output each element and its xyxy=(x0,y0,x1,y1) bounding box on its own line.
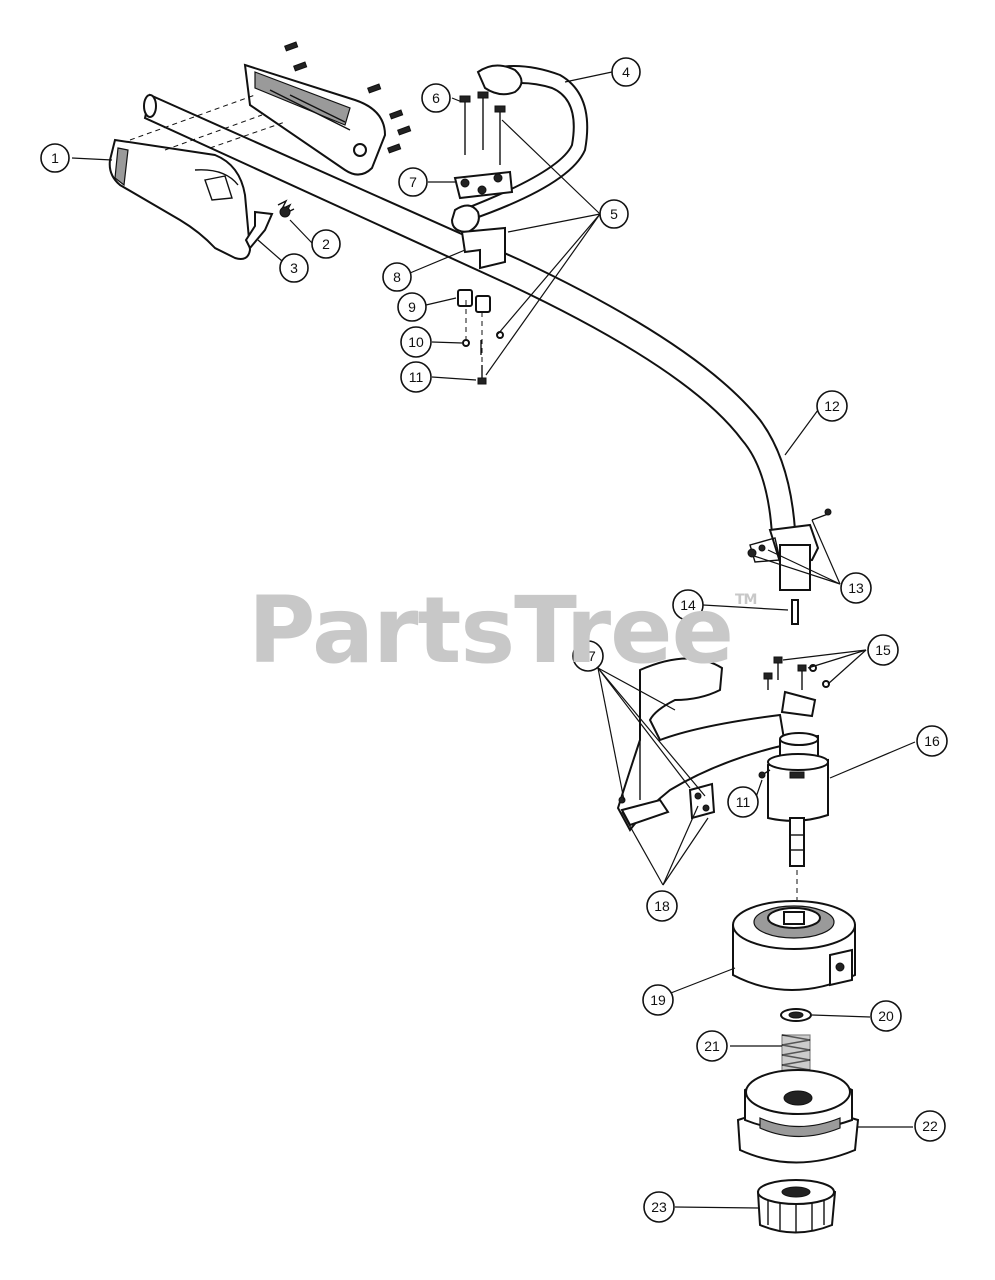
callout-5: 5 xyxy=(599,199,629,229)
callout-label: 18 xyxy=(654,898,670,914)
callout-4: 4 xyxy=(611,57,641,87)
nuts-and-bolts xyxy=(462,331,504,385)
handle-housing xyxy=(108,138,252,260)
loop-clamp-upper xyxy=(453,170,514,200)
callout-2: 2 xyxy=(311,229,341,259)
loop-clamp-lower xyxy=(460,226,506,270)
spacer-pieces xyxy=(457,289,491,313)
upper-handle-housing xyxy=(243,63,387,176)
callout-7: 7 xyxy=(398,167,428,197)
callout-9: 9 xyxy=(397,292,427,322)
callout-label: 3 xyxy=(290,260,298,276)
shaft-bracket xyxy=(747,508,832,591)
callout-label: 5 xyxy=(610,206,618,222)
callout-label: 7 xyxy=(409,174,417,190)
callout-label: 16 xyxy=(924,733,940,749)
callout-8: 8 xyxy=(382,262,412,292)
callout-label: 22 xyxy=(922,1118,938,1134)
callout-label: 6 xyxy=(432,90,440,106)
callout-14: 14 xyxy=(672,589,704,621)
callout-label: 23 xyxy=(651,1199,667,1215)
watermark-text: PartsTree xyxy=(248,577,734,684)
callout-11-lower: 11 xyxy=(727,786,759,818)
callout-13: 13 xyxy=(840,572,872,604)
callout-6: 6 xyxy=(421,83,451,113)
callout-20: 20 xyxy=(870,1000,902,1032)
callout-label: 13 xyxy=(848,580,864,596)
callout-label: 12 xyxy=(824,398,840,414)
bump-knob xyxy=(756,1179,837,1234)
callout-label: 17 xyxy=(580,648,596,664)
callout-12: 12 xyxy=(816,390,848,422)
callout-23: 23 xyxy=(643,1191,675,1223)
callout-label: 11 xyxy=(736,794,751,810)
loop-handle xyxy=(450,64,589,234)
drive-shaft-tube xyxy=(143,93,796,546)
trigger-lever xyxy=(244,210,274,250)
callout-10: 10 xyxy=(400,326,432,358)
callout-label: 19 xyxy=(650,992,666,1008)
trimmer-spool xyxy=(736,1069,860,1164)
watermark-trademark: TM xyxy=(734,592,758,608)
callout-3: 3 xyxy=(279,253,309,283)
callout-11-upper: 11 xyxy=(400,361,432,393)
callout-22: 22 xyxy=(914,1110,946,1142)
callout-17: 17 xyxy=(572,640,604,672)
callout-21: 21 xyxy=(696,1030,728,1062)
callout-label: 10 xyxy=(408,334,424,350)
callout-18: 18 xyxy=(646,890,678,922)
drive-pin xyxy=(791,599,799,625)
callout-15: 15 xyxy=(867,634,899,666)
callout-label: 1 xyxy=(51,150,59,166)
callout-label: 9 xyxy=(408,299,416,315)
trigger-spring xyxy=(277,199,295,218)
callout-1: 1 xyxy=(40,143,70,173)
spool-housing xyxy=(732,900,856,991)
callout-19: 19 xyxy=(642,984,674,1016)
gear-head xyxy=(758,732,829,867)
callout-label: 20 xyxy=(878,1008,894,1024)
callout-label: 15 xyxy=(875,642,891,658)
callout-label: 14 xyxy=(680,597,696,613)
callout-label: 8 xyxy=(393,269,401,285)
handle-screws xyxy=(284,41,412,154)
callout-label: 2 xyxy=(322,236,330,252)
callout-label: 21 xyxy=(704,1038,720,1054)
callout-label: 4 xyxy=(622,64,630,80)
washer xyxy=(780,1008,812,1022)
guard-screws xyxy=(763,656,830,690)
callout-16: 16 xyxy=(916,725,948,757)
callout-label: 11 xyxy=(409,369,424,385)
clamp-screws xyxy=(459,91,506,165)
